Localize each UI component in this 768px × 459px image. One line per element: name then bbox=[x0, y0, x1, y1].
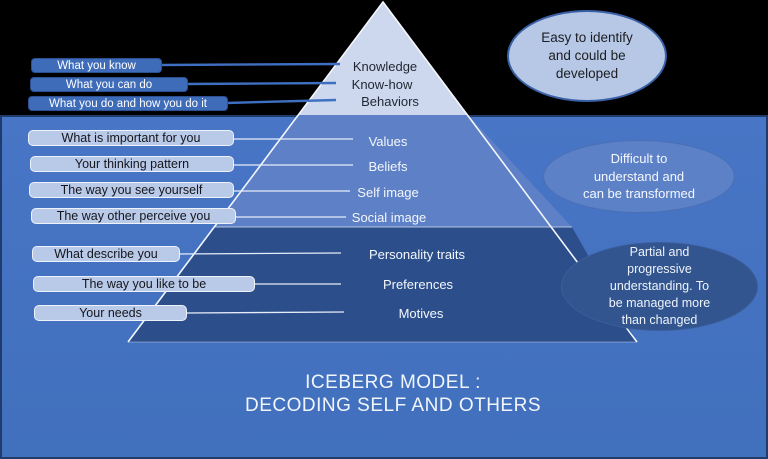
label-beliefs: Beliefs bbox=[368, 159, 408, 174]
callout-what-you-know: What you know bbox=[31, 58, 162, 73]
label-behaviors: Behaviors bbox=[361, 94, 419, 109]
label-preferences: Preferences bbox=[382, 277, 454, 292]
label-know-how: Know-how bbox=[351, 77, 413, 92]
callout-way-you-like-to-be: The way you like to be bbox=[33, 276, 255, 292]
label-values: Values bbox=[368, 134, 408, 149]
callout-your-needs: Your needs bbox=[34, 305, 187, 321]
label-social-image: Social image bbox=[351, 210, 427, 225]
callout-thinking-pattern: Your thinking pattern bbox=[30, 156, 234, 172]
label-knowledge: Knowledge bbox=[352, 59, 418, 74]
iceberg-tip-shape bbox=[298, 2, 468, 115]
callout-other-perceive-you: The way other perceive you bbox=[31, 208, 236, 224]
callout-what-you-do: What you do and how you do it bbox=[28, 96, 228, 111]
label-self-image: Self image bbox=[357, 185, 419, 200]
slide-title: ICEBERG MODEL : DECODING SELF AND OTHERS bbox=[245, 372, 541, 416]
connector-lines-below bbox=[177, 138, 353, 314]
callout-see-yourself: The way you see yourself bbox=[29, 182, 234, 198]
connector-lines-above bbox=[159, 62, 341, 105]
annotation-easy-to-identify: Easy to identify and could be developed bbox=[507, 10, 667, 102]
label-motives: Motives bbox=[398, 306, 444, 321]
iceberg-deep-shape bbox=[128, 227, 637, 342]
annotation-difficult-to-understand: Difficult to understand and can be trans… bbox=[543, 140, 735, 213]
annotation-partial-understanding: Partial and progressive understanding. T… bbox=[561, 242, 758, 331]
label-personality-traits: Personality traits bbox=[368, 247, 466, 262]
callout-what-you-can-do: What you can do bbox=[30, 77, 188, 92]
iceberg-middle-shape bbox=[214, 115, 572, 227]
callout-important-for-you: What is important for you bbox=[28, 130, 234, 146]
iceberg-outline bbox=[127, 0, 638, 343]
callout-what-describe-you: What describe you bbox=[32, 246, 180, 262]
